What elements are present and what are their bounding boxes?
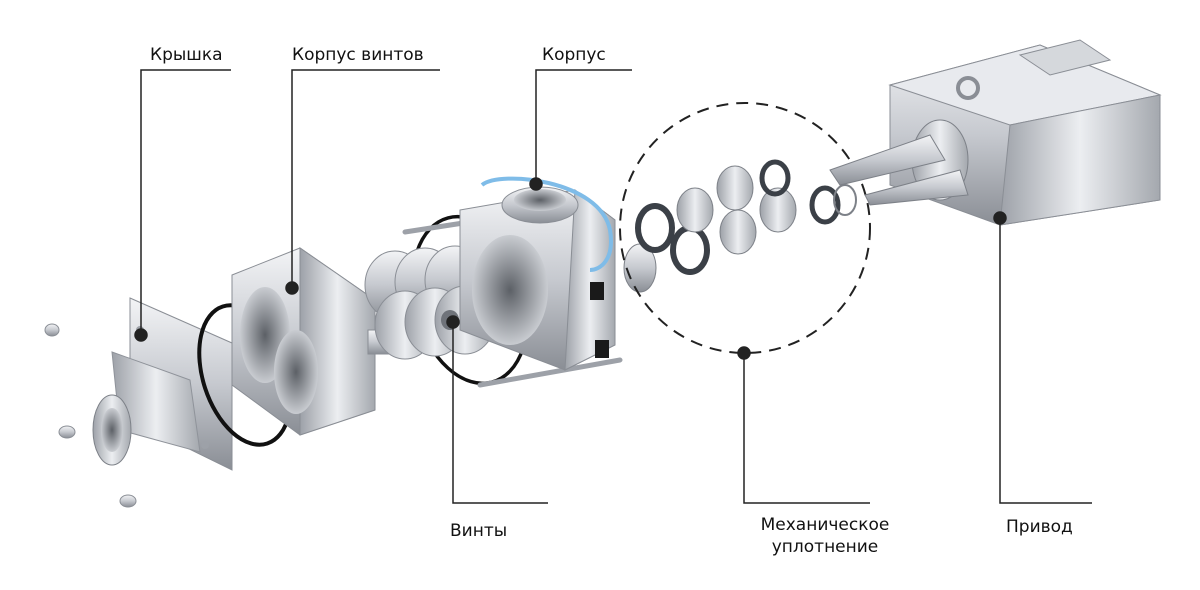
label-housing: Корпус bbox=[542, 45, 606, 65]
housing-part bbox=[459, 176, 616, 371]
leader-lines bbox=[134, 69, 1092, 504]
label-mech-seal-line1: Механическое bbox=[760, 515, 890, 535]
cap-nuts bbox=[44, 323, 137, 508]
label-drive: Привод bbox=[1006, 517, 1073, 537]
leader-rotors bbox=[452, 322, 548, 504]
label-rotor-case: Корпус винтов bbox=[292, 45, 424, 65]
mechanical-seal-highlight bbox=[619, 102, 871, 354]
drive-part bbox=[829, 39, 1162, 226]
leader-mech-seal bbox=[743, 353, 870, 504]
label-mech-seal: Механическое уплотнение bbox=[745, 514, 905, 558]
cover-part bbox=[92, 297, 233, 471]
mechanical-seal-parts bbox=[623, 159, 857, 293]
label-rotors: Винты bbox=[450, 521, 508, 541]
label-mech-seal-line2: уплотнение bbox=[771, 537, 879, 557]
leader-rotor-case bbox=[291, 69, 440, 288]
label-cover: Крышка bbox=[150, 45, 223, 65]
rotor-case-part bbox=[231, 247, 391, 436]
leader-housing bbox=[535, 69, 632, 184]
leader-cover bbox=[140, 69, 231, 335]
leader-drive bbox=[999, 218, 1092, 504]
